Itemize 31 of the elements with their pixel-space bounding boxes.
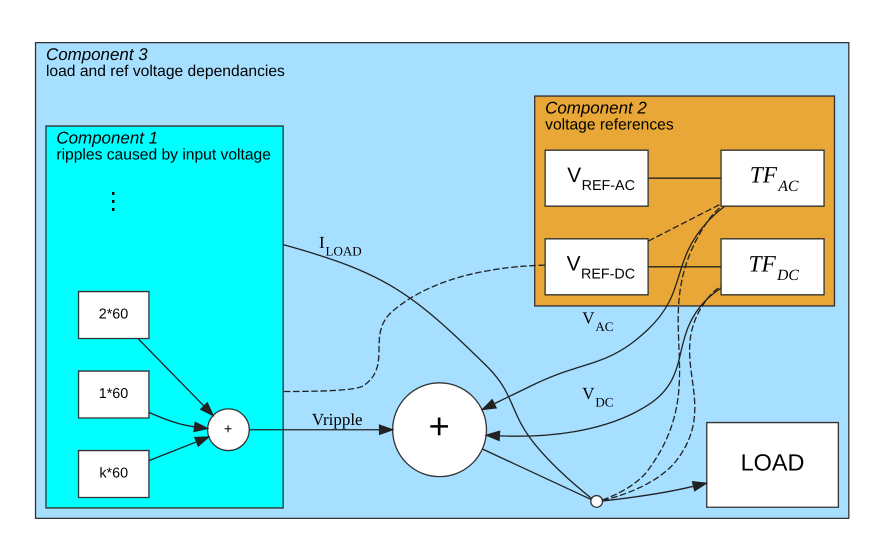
arrow: [480, 205, 726, 410]
node-circle: +: [206, 408, 250, 451]
connector: [482, 448, 592, 500]
connector: [602, 206, 722, 500]
arrow: [602, 480, 708, 502]
arrow: [138, 338, 214, 416]
node-circle: +: [392, 382, 488, 477]
node-box: V$_{REF-AC}$: [544, 149, 649, 206]
connector: [648, 266, 721, 267]
edge-label: I$_{LOAD}$: [319, 232, 362, 258]
node-box: LOAD: [706, 421, 840, 508]
arrow: [149, 436, 211, 461]
edge-label: V$_{AC}$: [582, 308, 614, 334]
arrow: [249, 424, 395, 435]
node-box: V$_{REF-DC}$: [544, 238, 649, 295]
node-box: k*60: [78, 449, 150, 498]
edge-label: V$_{DC}$: [582, 383, 614, 409]
edge-label: Vripple: [312, 410, 363, 429]
connector: [648, 177, 721, 178]
connector: [602, 284, 722, 501]
node-box: 2*60: [78, 290, 150, 339]
node-box: TF$_{DC}$: [720, 238, 825, 295]
node-box: TF$_{AC}$: [720, 149, 825, 206]
connector: [283, 244, 592, 498]
arrow: [148, 411, 210, 432]
connector: [283, 264, 545, 392]
label: ⋮: [101, 187, 124, 214]
node-circle: [590, 494, 604, 508]
connector: [648, 202, 722, 242]
arrow: [484, 287, 721, 441]
node-box: 1*60: [78, 370, 150, 418]
